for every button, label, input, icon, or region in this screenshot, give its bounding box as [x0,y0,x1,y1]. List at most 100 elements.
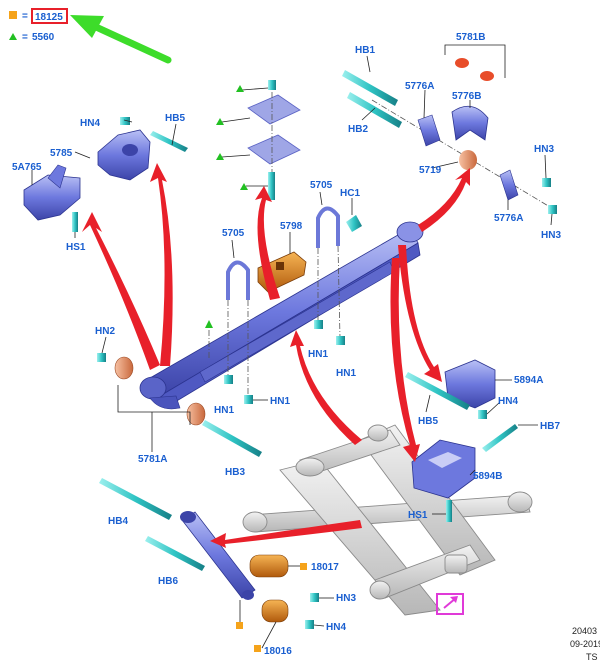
label-hn4-left[interactable]: HN4 [80,118,100,129]
clip-hc1-icon [346,215,362,232]
square-marker-icon [9,11,17,19]
bolt-hb2-icon [347,92,402,128]
bolt-icon [268,172,275,200]
u-bolt-right [316,206,340,248]
label-hb5-right[interactable]: HB5 [418,416,438,427]
triangle-marker-icon [216,118,224,125]
label-5776a-top[interactable]: 5776A [405,81,434,92]
bolt-hb6-icon [145,536,205,571]
footer-code: 20403 [572,626,597,636]
bolt-hs1-icon [72,212,78,232]
label-18017[interactable]: 18017 [311,562,339,573]
label-5781a[interactable]: 5781A [138,454,167,465]
label-5a765[interactable]: 5A765 [12,162,42,173]
nut-hn4-icon [478,410,487,419]
label-hn4-bottom[interactable]: HN4 [326,622,346,633]
bushing-5781b-icon [455,58,469,68]
red-arrows [82,163,470,548]
shackle-group [342,44,557,214]
nut-hn4-icon [305,620,314,629]
label-hb5-left[interactable]: HB5 [165,113,185,124]
bracket-5785 [97,129,151,181]
label-hn3-top[interactable]: HN3 [534,144,554,155]
nut-hn2-icon [97,353,106,362]
bushing-5781a-icon [186,402,206,426]
label-hs1-left[interactable]: HS1 [66,242,86,253]
label-5894a[interactable]: 5894A [514,375,543,386]
nut-hn3-icon [542,178,551,187]
label-5776a-bottom[interactable]: 5776A [494,213,523,224]
label-hn3-bottom[interactable]: HN3 [336,593,356,604]
label-hn1-c[interactable]: HN1 [214,405,234,416]
nut-hn1-icon [224,375,233,384]
nut-hn1-icon [336,336,345,345]
legend: = 18125 = 5560 [9,8,172,64]
label-hn4-right[interactable]: HN4 [498,396,518,407]
green-pointer-arrow-icon [70,15,172,64]
bushing-5781b-icon [480,71,494,81]
footer: 20403 09-2019 TS [570,626,600,662]
bushing-5781a-icon [114,356,134,380]
bolt-hb4-icon [99,478,172,520]
triangle-marker-icon [205,320,213,328]
bracket-5894b [411,424,518,522]
bushing-5719-icon [459,150,477,170]
label-5785[interactable]: 5785 [50,148,73,159]
label-5719[interactable]: 5719 [419,165,442,176]
label-5705-right[interactable]: 5705 [310,180,333,191]
label-hc1[interactable]: HC1 [340,188,360,199]
square-marker-icon [236,622,243,629]
shackle-plate-5776a-icon [499,169,519,201]
nut-hn3-icon [310,593,319,602]
nut-hn1-icon [314,320,323,329]
label-hb6[interactable]: HB6 [158,576,178,587]
label-hn1-b[interactable]: HN1 [336,368,356,379]
rear-axle [242,424,533,616]
legend-square-label[interactable]: 18125 [35,12,63,23]
bolt-hb3-icon [202,420,262,457]
triangle-marker-icon [236,85,244,92]
bracket-5a765 [23,164,81,221]
nut-hn1-icon [244,395,253,404]
label-hn1-a[interactable]: HN1 [308,349,328,360]
label-hs1-right[interactable]: HS1 [408,510,428,521]
bolt-hs1-icon [446,500,452,522]
label-5798[interactable]: 5798 [280,221,303,232]
label-5705-left[interactable]: 5705 [222,228,245,239]
square-marker-icon [254,645,261,652]
bushing-18016 [261,599,289,623]
triangle-marker-icon [9,33,17,40]
bolt-hb7-icon [482,424,518,452]
label-5781b[interactable]: 5781B [456,32,485,43]
legend-equals: = [22,11,28,22]
bolt-hb5-icon [405,372,470,410]
label-hb4[interactable]: HB4 [108,516,128,527]
label-hn3-top-2[interactable]: HN3 [541,230,561,241]
label-hn1-d[interactable]: HN1 [270,396,290,407]
leaf-spring [139,221,424,410]
shock-absorber [180,511,256,600]
shackle-plate-5776a-icon [417,114,441,147]
triangle-marker-icon [240,183,248,190]
nut-hn3-icon [548,205,557,214]
bolt-hb5-icon [150,131,188,152]
label-18016[interactable]: 18016 [264,646,292,657]
label-hb7[interactable]: HB7 [540,421,560,432]
bolt-hb1-icon [342,70,398,106]
u-bolt-left [226,260,250,300]
label-hb2[interactable]: HB2 [348,124,368,135]
bracket-5894a [405,359,496,419]
callout-labels: HB1 HB2 5781B 5776A 5776B HN3 5719 5776A… [12,32,561,657]
label-5894b[interactable]: 5894B [473,471,502,482]
label-5776b[interactable]: 5776B [452,91,481,102]
footer-author: TS [586,652,598,662]
bushing-18017 [249,554,289,578]
footer-date: 09-2019 [570,639,600,649]
legend-equals-2: = [22,32,28,43]
shim-plates [216,80,301,200]
label-hn2[interactable]: HN2 [95,326,115,337]
view-indicator-box[interactable] [436,593,464,615]
label-hb3[interactable]: HB3 [225,467,245,478]
label-hb1[interactable]: HB1 [355,45,375,56]
triangle-marker-icon [216,153,224,160]
